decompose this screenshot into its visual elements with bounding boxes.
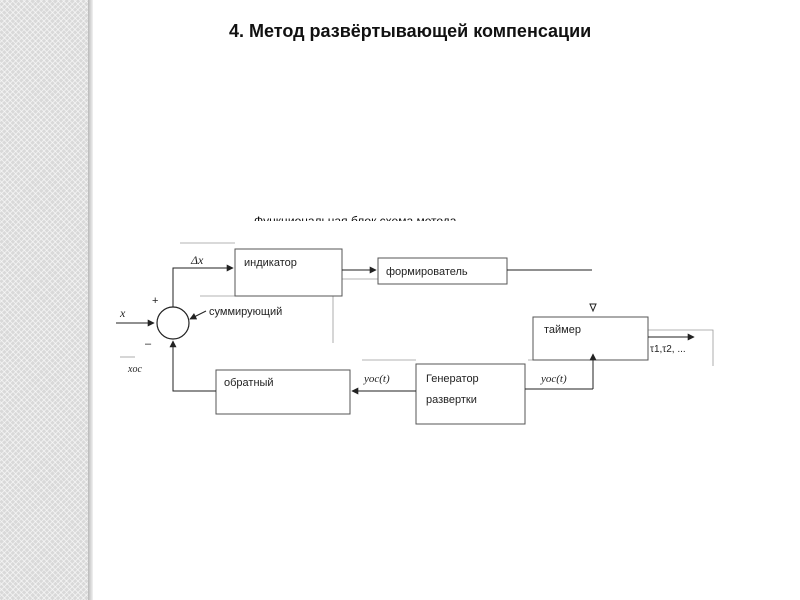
plus-sign: + bbox=[152, 295, 158, 307]
summator-label: суммирующий bbox=[209, 306, 282, 318]
indicator-block bbox=[234, 248, 343, 297]
generator-label-line1: Генератор bbox=[426, 373, 479, 385]
y-oc-left-label: yос(t) bbox=[363, 373, 390, 385]
timer-block bbox=[532, 316, 649, 361]
x-input-label: x bbox=[119, 306, 126, 320]
feedback-label: обратный bbox=[224, 377, 274, 389]
feedback-block bbox=[215, 369, 351, 415]
summator-pointer bbox=[189, 310, 207, 320]
aux-line bbox=[200, 295, 334, 343]
generator-label-line2: развертки bbox=[426, 394, 477, 406]
decorative-side-stripe bbox=[0, 0, 88, 600]
y-oc-right-label: yос(t) bbox=[540, 373, 567, 385]
minus-sign: – bbox=[145, 338, 152, 350]
slide-title: 4. Метод развёртывающей компенсации bbox=[229, 21, 592, 41]
timer-label: таймер bbox=[544, 324, 581, 336]
aux-line bbox=[648, 329, 714, 366]
stripe-edge bbox=[88, 0, 93, 600]
delta-x-wire bbox=[172, 264, 234, 307]
timer-input-arrow bbox=[589, 303, 597, 313]
former-block bbox=[377, 257, 508, 285]
feedback-to-summator-wire bbox=[169, 340, 216, 392]
generator-block bbox=[415, 363, 526, 425]
tau-outputs-label: τ1,τ2, ... bbox=[650, 344, 686, 355]
x-oc-label: xос bbox=[127, 364, 142, 375]
former-label: формирователь bbox=[386, 266, 468, 278]
delta-x-label: Δx bbox=[190, 253, 204, 267]
indicator-label: индикатор bbox=[244, 257, 297, 269]
diagram-caption: Функциональная блок схема метода bbox=[254, 214, 457, 228]
summator-circle bbox=[156, 306, 190, 340]
